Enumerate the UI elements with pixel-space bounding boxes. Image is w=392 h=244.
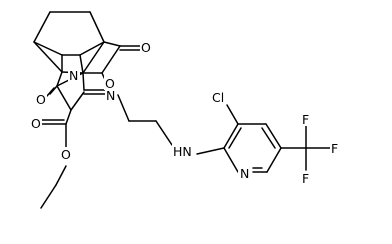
atom-nh: HN [173,144,192,159]
atom-o-ketone-top: O [141,40,151,55]
atom-f-top: F [302,112,309,127]
pyridine-bonds [223,104,331,173]
atom-o-ring: O [105,76,115,91]
atom-cl: Cl [212,90,224,105]
atom-labels: O O O N N O O HN Cl N F F F [30,40,340,186]
atom-n-ring: N [106,88,115,103]
atom-n-imide: N [69,68,78,83]
atom-n-pyridine: N [240,166,249,181]
cage-bonds [33,11,225,209]
atom-f-right: F [331,141,338,156]
atom-f-bottom: F [302,171,309,186]
atom-o-ester: O [61,147,71,162]
atom-o-ester-carbonyl: O [31,116,41,131]
atom-o-ketone-left: O [36,92,46,107]
